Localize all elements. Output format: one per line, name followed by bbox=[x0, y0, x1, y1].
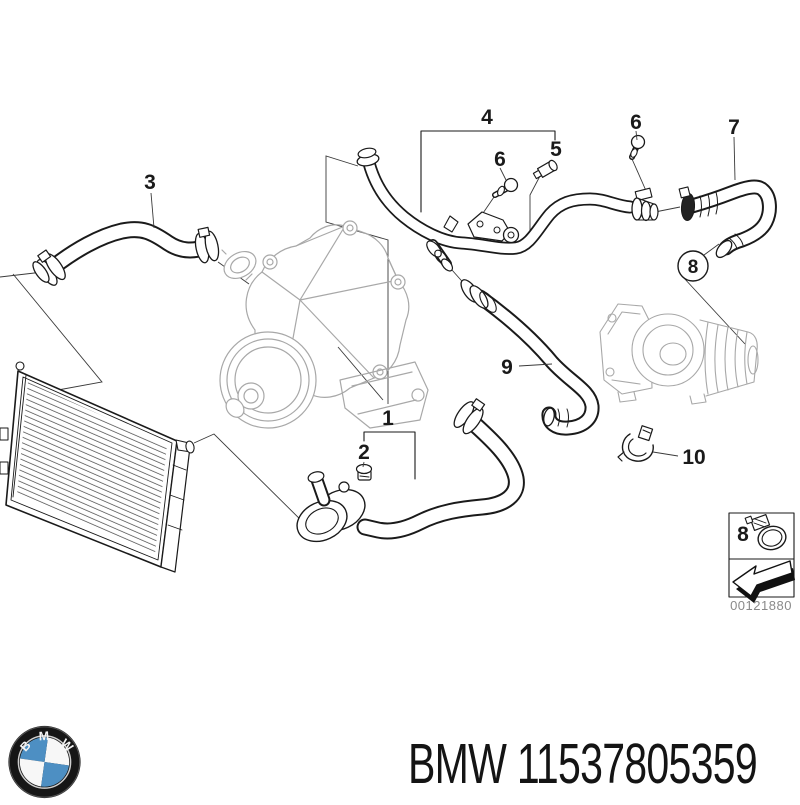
hose-clamp-icon bbox=[744, 513, 787, 551]
thermostat-housing-sketch bbox=[599, 303, 759, 405]
direction-arrow-icon bbox=[732, 560, 795, 603]
hose-3-clamp-right bbox=[194, 226, 220, 264]
hose-7 bbox=[678, 179, 777, 259]
hose-9-coupling bbox=[460, 279, 497, 313]
plug-2 bbox=[355, 463, 373, 481]
clamp-10 bbox=[617, 425, 654, 462]
callout-1: 1 bbox=[382, 407, 394, 430]
bolt-6b bbox=[629, 134, 646, 160]
callout-9: 9 bbox=[501, 356, 513, 379]
callout-6b: 6 bbox=[630, 111, 642, 134]
hose-9 bbox=[460, 279, 600, 436]
callout-7: 7 bbox=[728, 116, 740, 139]
parts-diagram: 3 4 5 6 6 7 8 9 10 1 2 8 bbox=[0, 106, 795, 613]
water-pump-sketch bbox=[219, 220, 429, 429]
hose-1-housing bbox=[296, 471, 366, 543]
pipe-4-end-fitting bbox=[631, 187, 659, 222]
pipe-assembly-4 bbox=[356, 147, 659, 272]
callout-8-circle bbox=[677, 250, 709, 282]
leader-lines bbox=[0, 155, 746, 537]
parts-diagram-stage: 3 4 5 6 6 7 8 9 10 1 2 8 bbox=[0, 106, 795, 613]
radiator bbox=[0, 361, 195, 573]
bmw-logo: B M W bbox=[6, 724, 83, 800]
bolt-5 bbox=[532, 159, 558, 180]
callout-5: 5 bbox=[550, 138, 562, 161]
logo-letter-m: M bbox=[38, 729, 49, 744]
hose-1-clamp bbox=[453, 398, 486, 435]
image-code: 00121880 bbox=[730, 598, 792, 613]
logo-quadrants bbox=[19, 737, 70, 787]
callout-8: 8 bbox=[688, 257, 699, 278]
callouts: 3 4 5 6 6 7 8 9 10 1 2 bbox=[144, 106, 740, 480]
hose-3 bbox=[32, 221, 220, 286]
callout-10: 10 bbox=[682, 446, 705, 469]
hose-7-clamp bbox=[678, 186, 696, 221]
bolt-6a bbox=[492, 177, 519, 198]
hose-1 bbox=[296, 398, 525, 543]
detail-box: 8 00121880 bbox=[728, 512, 795, 613]
callout-6a: 6 bbox=[494, 148, 506, 171]
callout-4: 4 bbox=[481, 106, 493, 129]
pipe-4-bracket bbox=[443, 211, 520, 244]
pipe-4-branch-stub bbox=[426, 239, 454, 272]
callout-2: 2 bbox=[358, 441, 370, 464]
part-number-title: BMW 11537805359 bbox=[408, 732, 758, 796]
callout-3: 3 bbox=[144, 171, 156, 194]
detail-box-ref: 8 bbox=[737, 523, 749, 546]
